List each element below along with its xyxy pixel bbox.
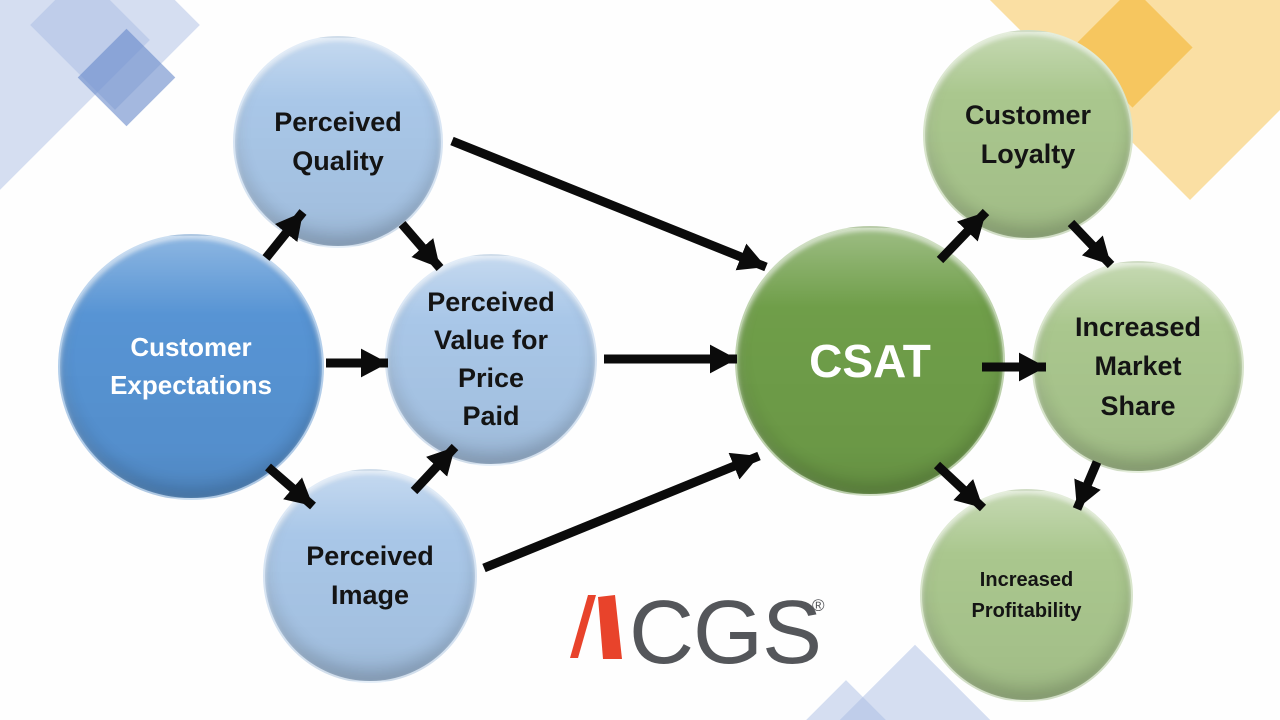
node-label: Perceived Quality	[274, 106, 402, 176]
arrow-quality-to-value	[398, 221, 444, 271]
node-perceived-image: Perceived Image	[263, 469, 477, 683]
node-label: Customer Loyalty	[964, 99, 1092, 169]
node-label: CSAT	[809, 334, 931, 387]
node-perceived-quality: Perceived Quality	[233, 36, 443, 248]
node-label: Increased Profitability	[971, 568, 1082, 622]
arrow-market-share-to-profitability	[1072, 460, 1102, 511]
cgs-logo-text: CGS	[629, 583, 822, 683]
node-label: Customer Expectations	[110, 332, 272, 400]
arrow-image-to-csat	[482, 451, 761, 573]
arrow-quality-to-csat	[450, 136, 768, 272]
node-increased-profitability: Increased Profitability	[920, 489, 1133, 702]
node-customer-loyalty: Customer Loyalty	[923, 30, 1133, 240]
node-csat: CSAT	[735, 226, 1005, 496]
node-increased-market-share: Increased Market Share	[1032, 261, 1244, 473]
node-label: Perceived Image	[306, 540, 434, 610]
cgs-logo-mark-icon	[570, 595, 622, 659]
node-customer-expectations: Customer Expectations	[58, 234, 324, 500]
arrow-loyalty-to-market-share	[1067, 219, 1115, 269]
node-perceived-value-for-price-paid: Perceived Value for Price Paid	[385, 254, 597, 466]
node-label: Increased Market Share	[1074, 312, 1202, 421]
registered-trademark-symbol: ®	[812, 596, 825, 615]
node-label: Perceived Value for Price Paid	[427, 287, 555, 431]
